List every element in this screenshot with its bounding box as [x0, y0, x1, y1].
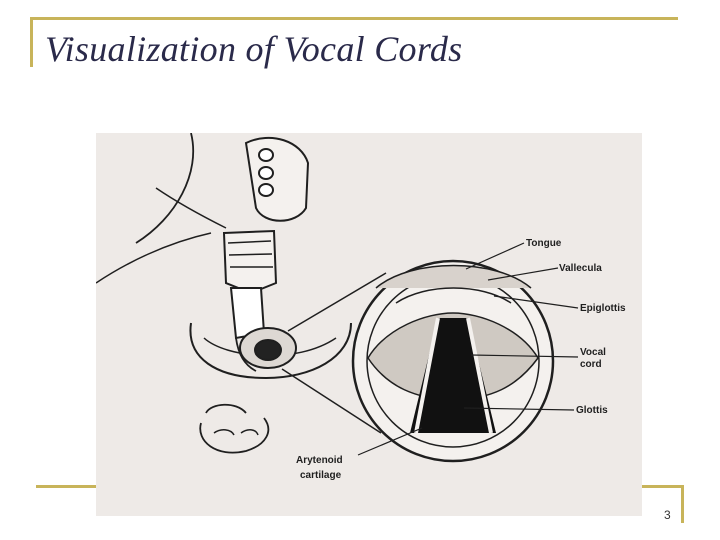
label-vocal-cord-line1: Vocal	[580, 347, 606, 358]
label-tongue: Tongue	[526, 238, 562, 249]
laryngoscope-drawing	[96, 133, 352, 454]
frame-right-rule	[681, 485, 684, 523]
page-number: 3	[664, 508, 671, 522]
magnified-view	[351, 259, 555, 463]
frame-top-rule	[30, 17, 678, 20]
slide-title: Visualization of Vocal Cords	[45, 29, 463, 69]
label-epiglottis: Epiglottis	[580, 303, 626, 314]
label-glottis: Glottis	[576, 405, 608, 416]
label-vallecula: Vallecula	[559, 263, 602, 274]
vocal-cord-shape	[414, 317, 493, 434]
label-leader-lines	[357, 242, 579, 456]
frame-left-rule	[30, 17, 33, 67]
label-vocal-cord-line2: cord	[580, 359, 602, 370]
label-arytenoid-line1: Arytenoid	[296, 455, 343, 466]
pointer-lines	[281, 272, 387, 434]
anatomy-labels: Tongue Vallecula Epiglottis Vocal cord G…	[296, 238, 626, 481]
label-arytenoid-line2: cartilage	[300, 470, 342, 481]
vocal-cords-illustration: Tongue Vallecula Epiglottis Vocal cord G…	[96, 133, 642, 516]
